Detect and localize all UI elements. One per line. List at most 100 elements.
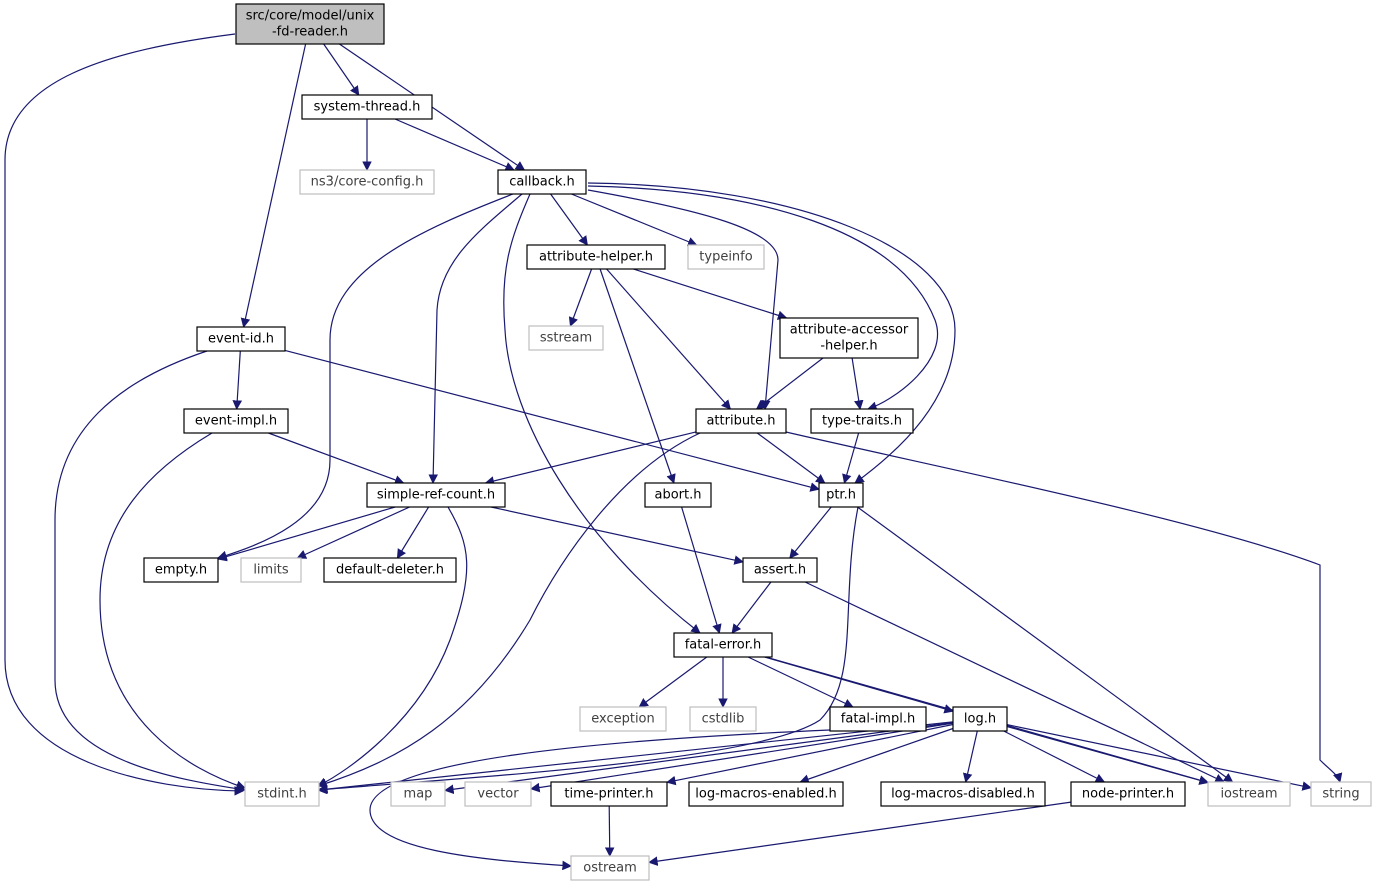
node-exception: exception — [579, 706, 667, 732]
node-label-cstdlib: cstdlib — [702, 712, 745, 727]
edge-root-to-system-thread — [323, 43, 360, 96]
edge-attribute-helper-to-attribute-accessor-helper — [633, 268, 788, 320]
nodes-layer: src/core/model/unix-fd-reader.h system-th… — [143, 3, 1372, 881]
node-root[interactable]: src/core/model/unix-fd-reader.h — [235, 3, 385, 45]
edge-callback-to-ptr — [587, 182, 956, 484]
node-box-ns3-core-config — [299, 169, 435, 195]
node-label-root-line-2: -fd-reader.h — [272, 25, 348, 40]
node-label-stdint: stdint.h — [257, 787, 306, 802]
node-box-stdint — [244, 781, 320, 807]
edge-simple-ref-count-to-stdint — [317, 506, 468, 787]
node-vector: vector — [464, 781, 532, 807]
edge-log-to-stdint — [318, 721, 954, 794]
node-sstream: sstream — [528, 325, 604, 351]
node-simple-ref-count[interactable]: simple-ref-count.h — [366, 482, 506, 508]
node-label-ostream: ostream — [583, 861, 637, 876]
edge-ptr-to-iostream — [857, 506, 1234, 783]
node-attribute-helper[interactable]: attribute-helper.h — [526, 244, 666, 270]
node-callback[interactable]: callback.h — [497, 169, 587, 195]
node-label-string: string — [1322, 787, 1359, 802]
node-box-iostream — [1207, 781, 1291, 807]
edge-simple-ref-count-to-limits — [296, 506, 410, 559]
node-log-macros-enabled[interactable]: log-macros-enabled.h — [688, 781, 844, 807]
node-stdint: stdint.h — [244, 781, 320, 807]
node-box-event-id — [196, 326, 286, 352]
edge-callback-to-typeinfo — [571, 193, 698, 247]
node-label-node-printer: node-printer.h — [1082, 787, 1174, 802]
node-node-printer[interactable]: node-printer.h — [1070, 781, 1186, 807]
node-label-attribute-accessor-helper-line-2: -helper.h — [820, 339, 877, 354]
node-label-system-thread: system-thread.h — [314, 100, 421, 115]
node-box-fatal-error — [673, 632, 773, 658]
node-ostream: ostream — [570, 855, 650, 881]
edge-callback-to-fatal-error — [503, 193, 701, 634]
edge-root-to-event-id — [240, 43, 307, 328]
node-label-map: map — [404, 787, 433, 802]
node-box-node-printer — [1070, 781, 1186, 807]
node-box-event-impl — [183, 408, 289, 434]
node-fatal-impl[interactable]: fatal-impl.h — [829, 706, 927, 732]
node-attribute-accessor-helper[interactable]: attribute-accessor-helper.h — [779, 317, 919, 359]
node-label-event-impl: event-impl.h — [195, 414, 277, 429]
edge-node-printer-to-ostream — [648, 801, 1072, 866]
node-label-event-id: event-id.h — [208, 332, 274, 347]
edge-simple-ref-count-to-empty — [217, 506, 396, 562]
node-box-type-traits — [810, 408, 914, 434]
node-time-printer[interactable]: time-printer.h — [550, 781, 668, 807]
edge-log-to-node-printer — [1003, 730, 1106, 783]
node-box-time-printer — [550, 781, 668, 807]
node-label-iostream: iostream — [1220, 787, 1277, 802]
node-box-callback — [497, 169, 587, 195]
node-label-log-macros-enabled: log-macros-enabled.h — [695, 787, 836, 802]
edge-event-id-to-stdint — [54, 350, 246, 794]
node-box-abort — [644, 482, 712, 508]
node-label-log-macros-disabled: log-macros-disabled.h — [891, 787, 1035, 802]
node-system-thread[interactable]: system-thread.h — [301, 94, 433, 120]
node-box-system-thread — [301, 94, 433, 120]
node-box-log-macros-enabled — [688, 781, 844, 807]
node-box-sstream — [528, 325, 604, 351]
node-box-typeinfo — [687, 244, 765, 270]
node-event-impl[interactable]: event-impl.h — [183, 408, 289, 434]
edge-callback-to-type-traits — [587, 185, 938, 411]
node-log-macros-disabled[interactable]: log-macros-disabled.h — [880, 781, 1046, 807]
node-abort[interactable]: abort.h — [644, 482, 712, 508]
node-default-deleter[interactable]: default-deleter.h — [323, 557, 457, 583]
node-empty[interactable]: empty.h — [143, 557, 219, 583]
node-type-traits[interactable]: type-traits.h — [810, 408, 914, 434]
node-label-fatal-error: fatal-error.h — [685, 638, 762, 653]
edge-callback-to-attribute-helper — [550, 193, 588, 246]
node-limits: limits — [240, 557, 302, 583]
node-box-assert — [742, 557, 818, 583]
node-box-fatal-impl — [829, 706, 927, 732]
edge-attribute-accessor-helper-to-type-traits — [851, 357, 864, 410]
edge-type-traits-to-ptr — [842, 432, 860, 484]
node-box-ptr — [818, 482, 864, 508]
edge-callback-to-attribute — [587, 189, 779, 410]
node-label-limits: limits — [253, 563, 289, 578]
edge-fatal-impl-to-ostream — [369, 729, 831, 871]
node-box-root — [235, 3, 385, 45]
edge-fatal-error-to-fatal-impl — [747, 656, 854, 708]
node-event-id[interactable]: event-id.h — [196, 326, 286, 352]
edge-attribute-accessor-helper-to-attribute — [755, 357, 824, 410]
node-label-ns3-core-config: ns3/core-config.h — [311, 175, 424, 190]
edge-event-id-to-event-impl — [232, 350, 243, 410]
node-fatal-error[interactable]: fatal-error.h — [673, 632, 773, 658]
edge-attribute-helper-to-sstream — [568, 268, 593, 327]
edge-log-to-string — [1006, 724, 1312, 791]
node-label-default-deleter: default-deleter.h — [336, 563, 444, 578]
node-label-attribute-helper: attribute-helper.h — [539, 250, 653, 265]
edge-log-to-log-macros-enabled — [799, 727, 954, 784]
edge-log-to-vector — [530, 722, 954, 793]
node-cstdlib: cstdlib — [689, 706, 757, 732]
node-assert[interactable]: assert.h — [742, 557, 818, 583]
node-log[interactable]: log.h — [952, 706, 1008, 732]
edge-log-to-time-printer — [666, 723, 954, 786]
edge-abort-to-fatal-error — [681, 506, 722, 634]
edge-assert-to-fatal-error — [731, 581, 772, 634]
node-attribute[interactable]: attribute.h — [695, 408, 787, 434]
node-ptr[interactable]: ptr.h — [818, 482, 864, 508]
node-box-default-deleter — [323, 557, 457, 583]
